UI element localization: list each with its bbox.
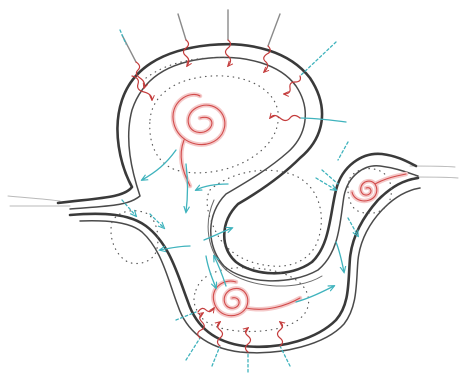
- flow-arrow-upper-down: [186, 164, 188, 212]
- inflow-arrow-top-4: [264, 14, 280, 72]
- inflow-arrow-top-2: [178, 14, 189, 66]
- flow-arrow-right-lobe-out: [336, 242, 344, 272]
- flow-arrow-left-lobe-down: [150, 214, 164, 228]
- inflow-arrow-bottom-2: [212, 322, 223, 366]
- outer-inflow-arrows: [120, 10, 358, 372]
- inflow-arrow-right-1: [270, 116, 346, 123]
- inflow-arrow-right-2: [322, 142, 348, 184]
- flow-arrow-channel-down: [206, 256, 216, 288]
- inflow-arrow-top-right: [284, 42, 336, 94]
- vortex-upper: [173, 94, 225, 186]
- inner-upper-boundary: [70, 57, 418, 280]
- flow-arrow-upper-to-left: [142, 150, 176, 180]
- inflow-arrow-bottom-1: [186, 313, 204, 360]
- flow-arrow-center-left: [196, 184, 228, 190]
- flow-arrow-lower-right: [296, 286, 334, 302]
- inflow-arrow-right-lobe-2: [348, 218, 358, 236]
- inflow-arrow-bottom-3: [246, 328, 251, 372]
